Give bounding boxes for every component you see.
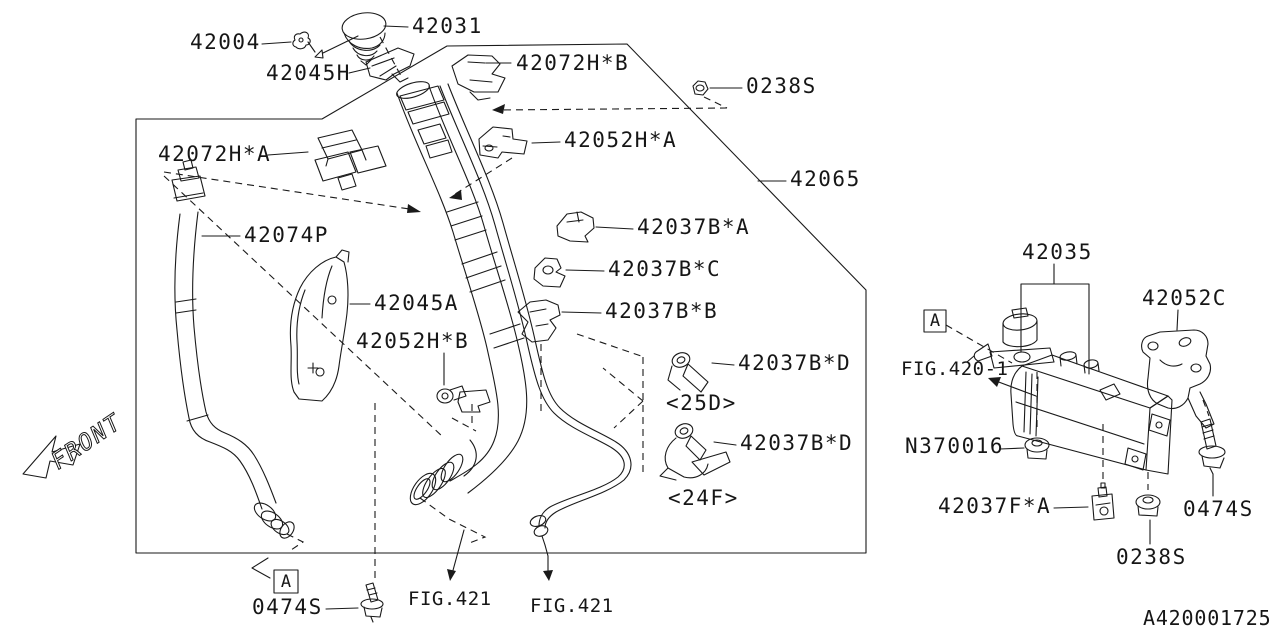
label-42031: 42031 bbox=[412, 14, 483, 38]
part-labels: 42004 42031 42045H 42072H*B 0238S 42052H… bbox=[158, 14, 1254, 619]
fuel-cap-drawing bbox=[341, 12, 387, 66]
clamp-42037bb-drawing bbox=[517, 299, 561, 343]
label-42072h-b: 42072H*B bbox=[516, 51, 629, 75]
clamp-42037bc-drawing bbox=[533, 257, 566, 288]
ref-box-right-label: A bbox=[930, 311, 940, 331]
label-n370016: N370016 bbox=[905, 434, 1004, 458]
pump-42035-drawing bbox=[966, 307, 1055, 369]
label-42045h: 42045H bbox=[266, 61, 351, 85]
leader-lines bbox=[201, 25, 1214, 610]
label-42037b-d1: 42037B*D bbox=[738, 351, 851, 375]
label-42052c: 42052C bbox=[1142, 286, 1227, 310]
hose-42074p-drawing bbox=[171, 159, 295, 539]
front-label: FRONT bbox=[47, 409, 127, 475]
label-42074p: 42074P bbox=[244, 223, 329, 247]
label-42004: 42004 bbox=[190, 30, 261, 54]
clamp-42037ba-drawing bbox=[556, 211, 595, 243]
label-42037b-c: 42037B*C bbox=[608, 257, 721, 281]
bracket-42045a-drawing bbox=[289, 249, 350, 402]
doc-number: A420001725 bbox=[1143, 606, 1271, 630]
nut-0238s-right-drawing bbox=[1135, 494, 1161, 517]
label-0474s-left: 0474S bbox=[252, 595, 323, 619]
label-0238s-top: 0238S bbox=[746, 74, 817, 98]
label-42035: 42035 bbox=[1022, 240, 1093, 264]
label-42065: 42065 bbox=[790, 167, 861, 191]
nut-0238s-top-drawing bbox=[692, 80, 709, 96]
canister-drawing bbox=[1010, 351, 1173, 475]
sensor-42037fa-drawing bbox=[1091, 482, 1115, 521]
ref-box-right: A bbox=[923, 309, 947, 333]
vent-hose-drawing bbox=[439, 83, 632, 546]
fig-arrows bbox=[407, 104, 1037, 581]
label-42052h-b: 42052H*B bbox=[356, 329, 469, 353]
nut-n370016-drawing bbox=[1024, 437, 1050, 460]
clamp-42052ha-drawing bbox=[478, 126, 528, 159]
figure-references: FIG.421 FIG.421 FIG.420-1 bbox=[408, 358, 1008, 617]
main-enclosure-border bbox=[135, 43, 867, 554]
label-42037f-a: 42037F*A bbox=[938, 494, 1051, 518]
label-25d: <25D> bbox=[666, 391, 737, 415]
clamp-42072hb-drawing bbox=[451, 54, 506, 101]
bracket-42052c-drawing bbox=[1141, 329, 1215, 429]
label-42037b-d2: 42037B*D bbox=[740, 431, 853, 455]
label-42072h-a: 42072H*A bbox=[158, 142, 271, 166]
label-42045a: 42045A bbox=[374, 291, 459, 315]
ref-box-bottom-label: A bbox=[281, 572, 291, 592]
label-fig421-b: FIG.421 bbox=[530, 595, 614, 617]
label-fig421-a: FIG.421 bbox=[408, 588, 492, 610]
ref-box-bottom: A bbox=[273, 569, 299, 594]
zigzag-marks bbox=[251, 557, 271, 579]
label-0238s-right: 0238S bbox=[1116, 545, 1187, 569]
dashed-leader-lines bbox=[163, 36, 1210, 578]
clamp-42037bd2-drawing bbox=[659, 423, 731, 481]
clamp-42037bd1-drawing bbox=[667, 352, 709, 393]
cap-tether-drawing bbox=[292, 31, 359, 59]
label-fig420-1: FIG.420-1 bbox=[901, 358, 1008, 380]
filler-pipe-drawing bbox=[396, 81, 528, 506]
clamp-42052hb-drawing bbox=[436, 385, 491, 413]
label-0474s-right: 0474S bbox=[1183, 497, 1254, 521]
clamp-42072ha-drawing bbox=[314, 129, 387, 191]
bracket-42045h-drawing bbox=[365, 47, 415, 83]
label-42037b-a: 42037B*A bbox=[637, 215, 750, 239]
bolt-0474s-right-drawing bbox=[1198, 418, 1226, 475]
label-42037b-b: 42037B*B bbox=[605, 299, 718, 323]
label-42052h-a: 42052H*A bbox=[564, 128, 677, 152]
front-direction-arrow: FRONT bbox=[22, 409, 128, 479]
label-24f: <24F> bbox=[668, 486, 739, 510]
bolt-0474s-left-drawing bbox=[360, 582, 384, 623]
